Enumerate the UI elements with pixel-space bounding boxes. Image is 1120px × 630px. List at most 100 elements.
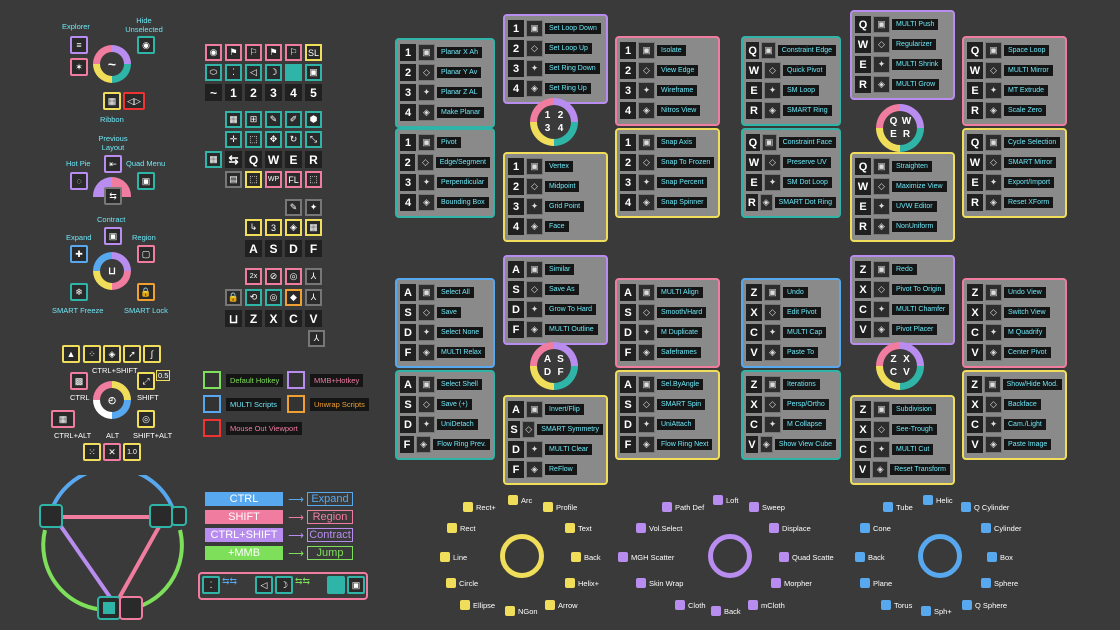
panel-row[interactable]: D✦M Duplicate (620, 323, 715, 342)
panel-row[interactable]: E✦UVW Editor (855, 197, 950, 216)
panel-row[interactable]: 2◇Snap To Frozen (620, 153, 715, 172)
cursor-icon[interactable]: ➚ (123, 345, 141, 363)
edge-icon[interactable]: ⊞ (245, 111, 262, 128)
panel-row[interactable]: W◇Preserve UV (746, 153, 836, 172)
panel-row[interactable]: S◇Smooth/Hard (620, 303, 715, 322)
contract-icon[interactable]: ▣ (104, 227, 122, 245)
creation-item[interactable]: Sph+ (921, 606, 952, 616)
creation-item[interactable]: Line (440, 552, 467, 562)
panel-row[interactable]: 3✦Snap Percent (620, 173, 715, 192)
creation-item[interactable]: Cone (860, 523, 891, 533)
panel-row[interactable]: Z▣Undo (746, 283, 836, 302)
expand-icon[interactable]: ✚ (70, 245, 88, 263)
panel-row[interactable]: Z▣Redo (855, 260, 950, 279)
panel-row[interactable]: S◇SMART Symmetry (508, 420, 603, 439)
key-3[interactable]: 3 (265, 84, 282, 101)
creation-item[interactable]: Helix+ (565, 578, 599, 588)
ribbon-arrows-icon[interactable]: ◁▷ (123, 92, 145, 110)
panel-row[interactable]: Z▣Iterations (746, 375, 836, 394)
panel-row[interactable]: A▣Sel.ByAngle (620, 375, 715, 394)
panel-row[interactable]: F◈MULTI Outline (508, 320, 603, 339)
modifiers-pie-ring[interactable] (708, 534, 752, 578)
creation-item[interactable]: Plane (860, 578, 892, 588)
grid-cube-icon[interactable]: ▦ (51, 410, 75, 428)
grid-x-icon[interactable]: ✕ (103, 443, 121, 461)
lock-icon[interactable]: 🔒 (225, 289, 242, 306)
person-icon[interactable]: ⅄ (305, 268, 322, 285)
panel-row[interactable]: 4◈Snap Spinner (620, 193, 715, 212)
panel-row[interactable]: C✦M Collapse (746, 415, 836, 434)
hot-pie-icon[interactable]: ◌ (70, 172, 88, 190)
panel-row[interactable]: 1▣Set Loop Down (508, 19, 603, 38)
panel-row[interactable]: Q▣Space Loop (967, 41, 1062, 60)
panel-row[interactable]: A▣Similar (508, 260, 603, 279)
panel-row[interactable]: 3✦Perpendicular (400, 173, 490, 192)
creation-item[interactable]: NGon (505, 606, 538, 616)
scale-icon[interactable]: ⤡ (305, 131, 322, 148)
panel-row[interactable]: V◈Show View Cube (746, 435, 836, 454)
panel-row[interactable]: F◈Flow Ring Next (620, 435, 715, 454)
creation-item[interactable]: Back (855, 552, 885, 562)
panel-row[interactable]: V◈Paste To (746, 343, 836, 362)
panel-row[interactable]: F◈Safeframes (620, 343, 715, 362)
key-tilde[interactable]: ~ (205, 84, 222, 101)
panel-row[interactable]: 2◇Midpoint (508, 177, 603, 196)
select-icon[interactable]: ⬚ (245, 131, 262, 148)
fl-icon[interactable]: FL (285, 171, 302, 188)
panel-row[interactable]: 3✦Planar Z AL (400, 83, 490, 102)
key-w[interactable]: W (265, 151, 282, 168)
panel-row[interactable]: D✦UniDetach (400, 415, 490, 434)
rotate-icon[interactable]: ↻ (285, 131, 302, 148)
panel-row[interactable]: V◈Pivot Placer (855, 320, 950, 339)
sl-icon[interactable]: SL (305, 44, 322, 61)
panel-row[interactable]: X◇Pivot To Origin (855, 280, 950, 299)
panel-row[interactable]: X◇Switch View (967, 303, 1062, 322)
panel-row[interactable]: C✦MULTI Cap (746, 323, 836, 342)
link-icon[interactable]: ⊘ (265, 268, 282, 285)
panel-row[interactable]: A▣Select Shell (400, 375, 490, 394)
translate-icon[interactable]: ✥ (265, 131, 282, 148)
panel-row[interactable]: 1▣Planar X Ah (400, 43, 490, 62)
panel-row[interactable]: 2◇Edge/Segment (400, 153, 490, 172)
key-4[interactable]: 4 (285, 84, 302, 101)
panel-row[interactable]: S◇Save (400, 303, 490, 322)
grid-dots-icon[interactable]: ⁘ (83, 345, 101, 363)
key-1[interactable]: 1 (225, 84, 242, 101)
creation-item[interactable]: Rect+ (463, 502, 496, 512)
panel-row[interactable]: E✦MULTI Shrink (855, 55, 950, 74)
layers-icon[interactable]: ◈ (285, 219, 302, 236)
creation-item[interactable]: Q Cylinder (961, 502, 1009, 512)
paint-icon[interactable]: ✎ (285, 199, 302, 216)
border-icon[interactable]: ✎ (265, 111, 282, 128)
panel-row[interactable]: 3✦Set Ring Down (508, 59, 603, 78)
dotted-box-icon[interactable]: ⬚ (245, 171, 262, 188)
panel-row[interactable]: R◈MULTI Grow (855, 75, 950, 94)
panel-row[interactable]: 4◈Set Ring Up (508, 79, 603, 98)
dots-icon[interactable]: ⁚ (202, 576, 220, 594)
panel-row[interactable]: 4◈Bounding Box (400, 193, 490, 212)
explorer-icon[interactable]: ≡ (70, 36, 88, 54)
tripod-icon[interactable]: ⅄ (308, 330, 325, 347)
star-icon[interactable]: ✶ (70, 58, 88, 76)
key-x[interactable]: X (265, 310, 282, 327)
panel-row[interactable]: S◇Save (+) (400, 395, 490, 414)
panel-row[interactable]: S◇SMART Spin (620, 395, 715, 414)
2x-icon[interactable]: 2x (245, 268, 262, 285)
value-one-icon[interactable]: 1.0 (123, 443, 141, 461)
triangle-icon[interactable]: ◁ (255, 576, 273, 594)
creation-item[interactable]: Q Sphere (962, 600, 1007, 610)
creation-item[interactable]: Vol.Select (636, 523, 682, 533)
snap-dots-icon[interactable]: ⁙ (83, 443, 101, 461)
vertex-icon[interactable]: ▦ (225, 111, 242, 128)
panel-row[interactable]: R◈NonUniform (855, 217, 950, 236)
panel-row[interactable]: C✦MULTI Chamfer (855, 300, 950, 319)
panel-row[interactable]: V◈Paste Image (967, 435, 1062, 454)
creation-item[interactable]: Loft (713, 495, 739, 505)
ellipse-icon[interactable]: ⬭ (205, 64, 222, 81)
creation-item[interactable]: Arrow (545, 600, 578, 610)
panel-row[interactable]: 4◈Face (508, 217, 603, 236)
region-icon[interactable]: ▢ (137, 245, 155, 263)
panel-row[interactable]: Q▣MULTI Push (855, 15, 950, 34)
panel-row[interactable]: C✦M Quadrify (967, 323, 1062, 342)
target-icon[interactable]: ◎ (265, 289, 282, 306)
